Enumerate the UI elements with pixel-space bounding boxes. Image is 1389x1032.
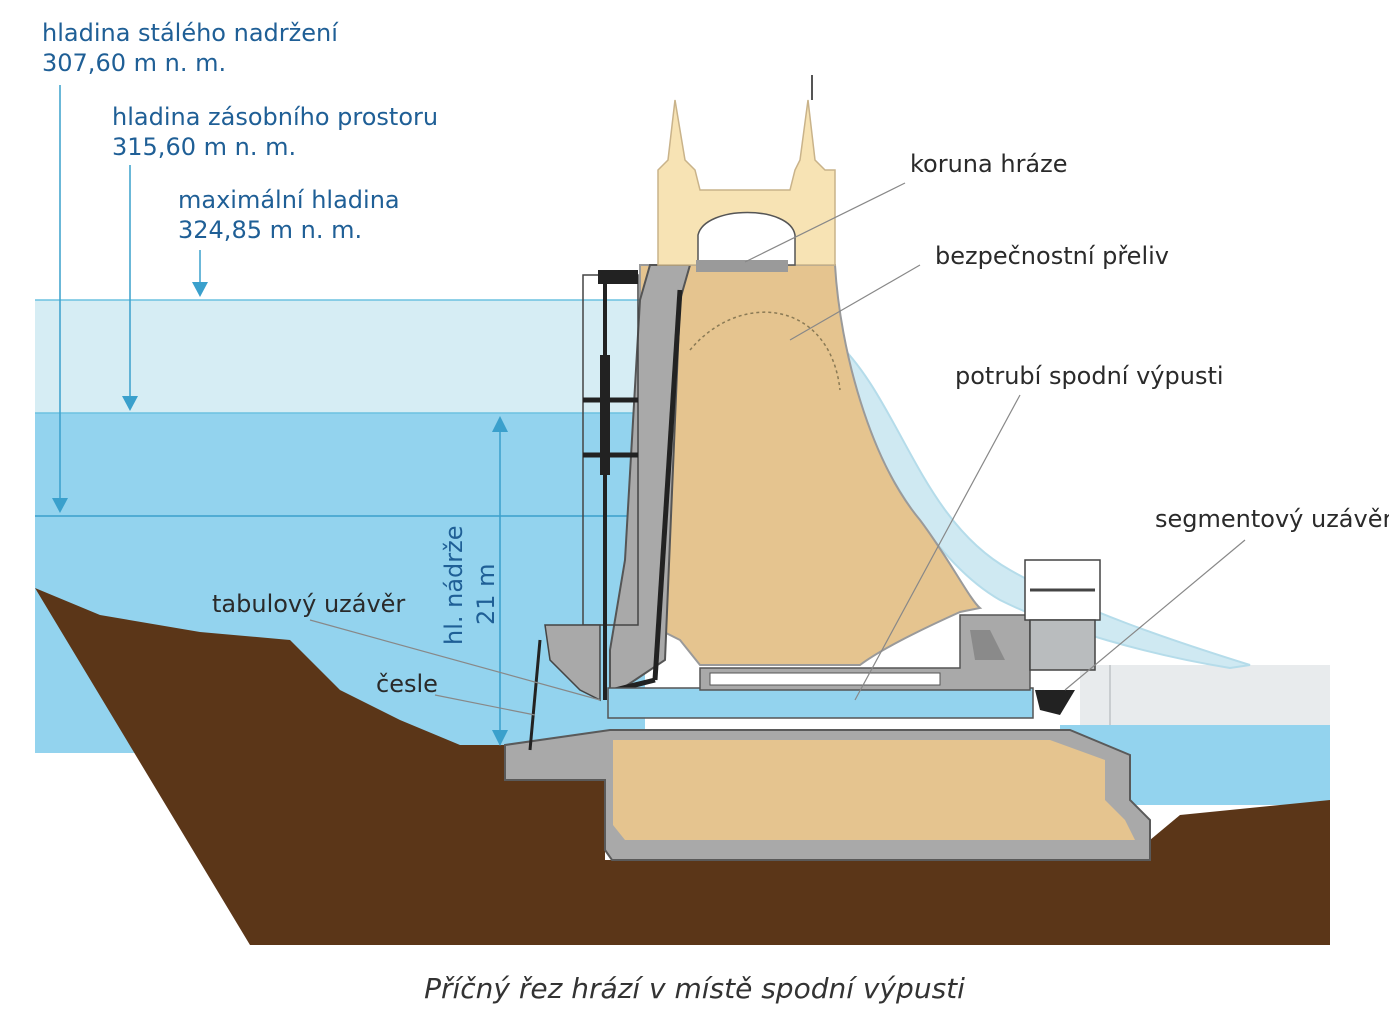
label-crest: koruna hráze xyxy=(910,150,1068,178)
dam-body xyxy=(639,264,983,666)
label-outlet-pipe: potrubí spodní výpusti xyxy=(955,362,1224,390)
depth-label: hl. nádrže 21 m xyxy=(420,520,540,660)
leader-lines xyxy=(309,182,1246,716)
level-value: 324,85 m n. m. xyxy=(178,216,363,244)
spillway-curve xyxy=(689,311,841,391)
level-name: maximální hladina xyxy=(178,186,400,214)
label-slide-gate: tabulový uzávěr xyxy=(212,590,406,618)
level-indicators xyxy=(52,85,508,746)
level-label-storage: hladina zásobního prostoru 315,60 m n. m… xyxy=(112,102,438,162)
caption: Příčný řez hrází v místě spodní výpusti xyxy=(424,972,965,1005)
segment-gate-house xyxy=(1024,559,1101,715)
level-label-permanent: hladina stálého nadržení 307,60 m n. m. xyxy=(42,18,338,78)
level-name: hladina zásobního prostoru xyxy=(112,103,439,131)
level-value: 315,60 m n. m. xyxy=(112,133,297,161)
foundation-fill xyxy=(613,740,1135,840)
gate-shaft xyxy=(528,270,639,751)
label-trash-rack: česle xyxy=(376,670,438,698)
depth-label-line1: hl. nádrže xyxy=(440,525,468,645)
ground xyxy=(35,588,1330,945)
level-name: hladina stálého nadržení xyxy=(42,19,338,47)
label-spillway: bezpečnostní přeliv xyxy=(935,242,1169,270)
level-label-maximum: maximální hladina 324,85 m n. m. xyxy=(178,185,400,245)
label-segment-gate: segmentový uzávěr xyxy=(1155,505,1389,533)
level-value: 307,60 m n. m. xyxy=(42,49,227,77)
crest-tower xyxy=(657,75,836,272)
outlet-pipe xyxy=(607,614,1034,719)
depth-label-line2: 21 m xyxy=(472,563,500,625)
